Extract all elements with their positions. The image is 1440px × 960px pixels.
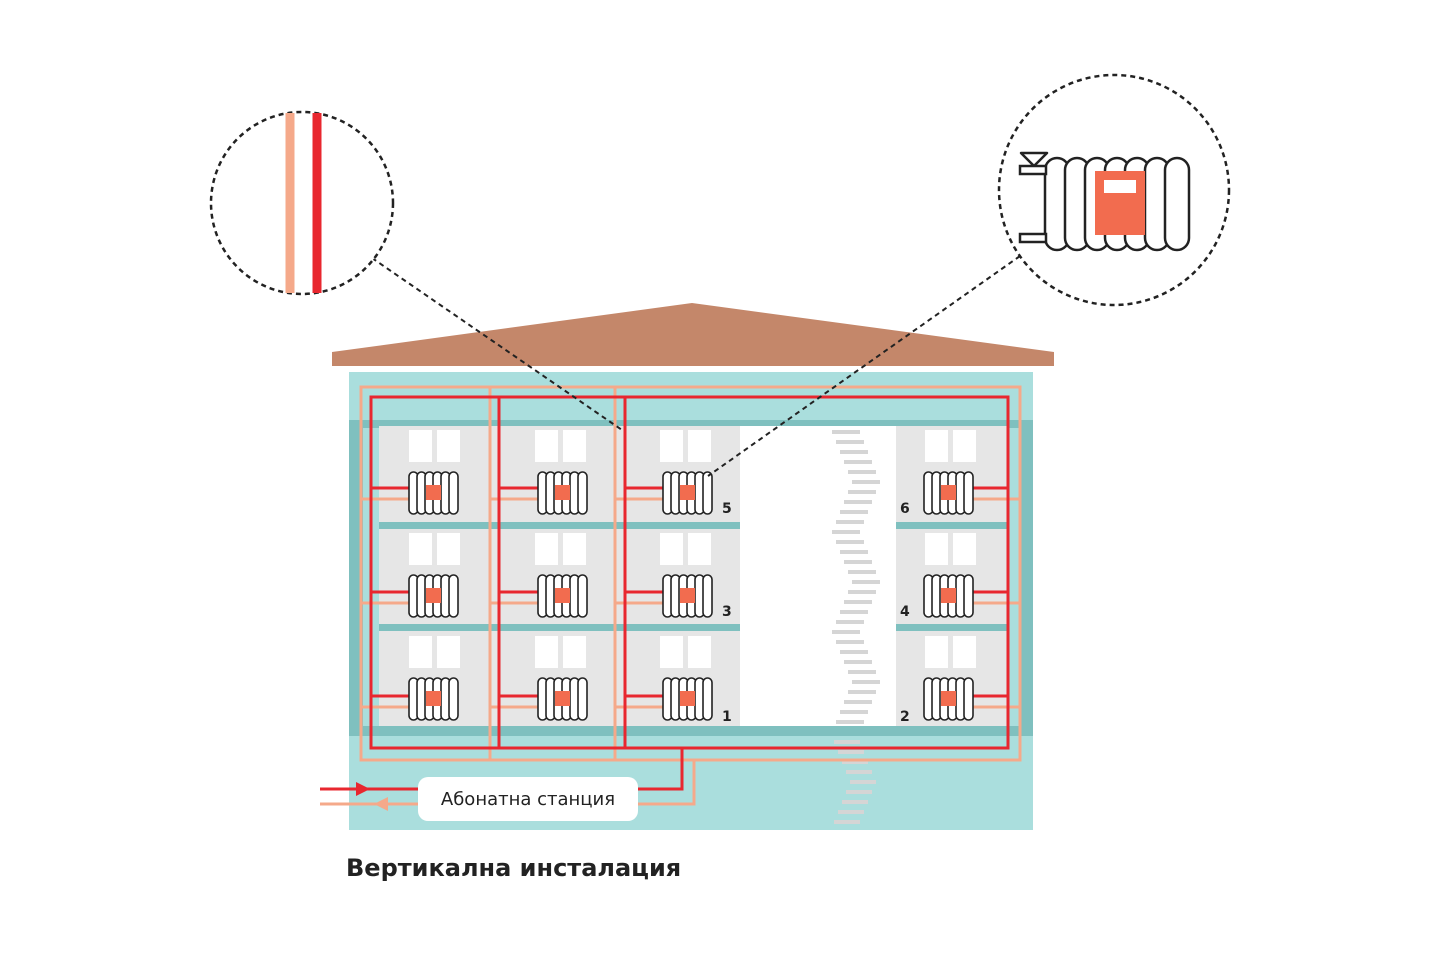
apartment-number: 2 — [900, 709, 910, 725]
radiator-icon — [923, 677, 974, 721]
floor-band-top — [349, 420, 1033, 428]
apartment-number: 6 — [900, 501, 910, 517]
substation-box: Абонатна станция — [418, 777, 638, 821]
floor-dividers — [379, 522, 1007, 631]
apartment-number: 1 — [722, 709, 732, 725]
radiator-icon — [408, 574, 459, 618]
pipe-detail-icon — [209, 110, 395, 296]
floor-band-right — [1019, 420, 1033, 736]
roof — [332, 303, 1054, 366]
stairwell — [740, 426, 896, 726]
return-arrow-icon — [374, 797, 388, 811]
radiator-icon — [537, 471, 588, 515]
radiator-icon — [408, 471, 459, 515]
radiator-icon — [408, 677, 459, 721]
floor-band-bottom — [349, 726, 1033, 736]
diagram-title: Вертикална инсталация — [346, 854, 682, 882]
radiator-leader-line — [707, 255, 1021, 477]
radiator-icon — [662, 471, 713, 515]
radiator-icon — [923, 574, 974, 618]
radiator-detail-icon — [997, 73, 1231, 307]
pipe-leader-line — [371, 257, 623, 431]
radiator-icon — [923, 471, 974, 515]
apartment-number: 4 — [900, 604, 910, 620]
radiator-icon — [662, 677, 713, 721]
apartment-number: 5 — [722, 501, 732, 517]
supply-arrow-icon — [356, 782, 370, 796]
radiator-icon — [537, 677, 588, 721]
radiator-icon — [537, 574, 588, 618]
stairs — [832, 430, 880, 824]
valve-icon — [1019, 151, 1049, 168]
substation-label: Абонатна станция — [440, 788, 616, 810]
windows — [409, 430, 976, 668]
apartment-number: 3 — [722, 604, 732, 620]
radiator-icon — [662, 574, 713, 618]
